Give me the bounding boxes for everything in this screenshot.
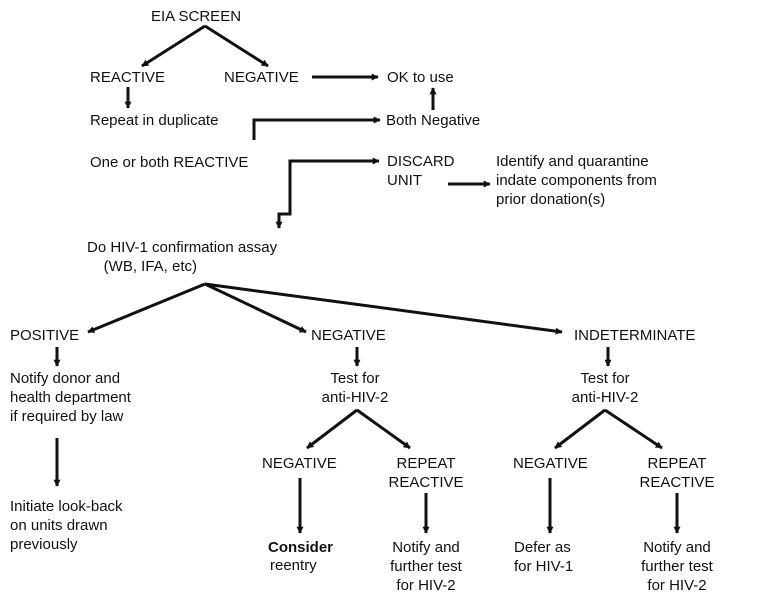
quarantine-label: Identify and quarantine indate component… (496, 153, 657, 208)
edge-assay-to-indeterminate (204, 282, 563, 335)
edge-testb-to-repeat (604, 408, 663, 450)
edge-assay-to-negative (204, 282, 307, 334)
test-anti-hiv2-mid: Test for anti-HIV-2 (321, 370, 389, 406)
one-or-both-reactive-label: One or both REACTIVE (90, 154, 249, 171)
edge-eia-to-reactive (141, 24, 206, 68)
both-negative-label: Both Negative (386, 112, 481, 129)
positive-label: POSITIVE (10, 327, 80, 344)
repeat-reactive-label-right: REPEAT REACTIVE (639, 455, 715, 491)
edge-testa-to-repeat (356, 408, 411, 450)
negative-label-left-leaf: NEGATIVE (262, 455, 337, 472)
notify-donor-label: Notify donor and health department if re… (10, 370, 131, 425)
edge-discard-to-assay (275, 174, 292, 229)
discard-unit-label: DISCARD UNIT (387, 153, 455, 189)
notify-further-test-right: Notify and further test for HIV-2 (641, 539, 713, 594)
defer-hiv1-label: Defer as for HIV-1 (514, 539, 574, 575)
edge-reactive-to-discard (288, 157, 380, 174)
edge-testa-to-negative (306, 408, 358, 450)
edge-assay-to-positive (87, 282, 206, 334)
repeat-duplicate-label: Repeat in duplicate (90, 112, 219, 129)
negative-label-mid: NEGATIVE (311, 327, 386, 344)
ok-to-use-label: OK to use (387, 69, 454, 86)
edge-eia-to-negative (204, 24, 269, 68)
confirmation-assay-label: Do HIV-1 confirmation assay (WB, IFA, et… (87, 239, 278, 275)
negative-label-top: NEGATIVE (224, 69, 299, 86)
notify-further-test-mid: Notify and further test for HIV-2 (390, 539, 462, 594)
repeat-reactive-label-mid: REPEAT REACTIVE (388, 455, 464, 491)
reentry-label: reentry (270, 557, 317, 574)
edge-repeat-to-bothneg (252, 116, 381, 140)
indeterminate-label: INDETERMINATE (574, 327, 696, 344)
eia-screen-label: EIA SCREEN (151, 8, 242, 25)
consider-label: Consider (268, 539, 334, 556)
reactive-label: REACTIVE (90, 69, 166, 86)
lookback-label: Initiate look-back on units drawn previo… (10, 498, 123, 553)
test-anti-hiv2-right: Test for anti-HIV-2 (571, 370, 639, 406)
edge-testb-to-negative (554, 408, 606, 450)
negative-label-right-leaf: NEGATIVE (513, 455, 588, 472)
